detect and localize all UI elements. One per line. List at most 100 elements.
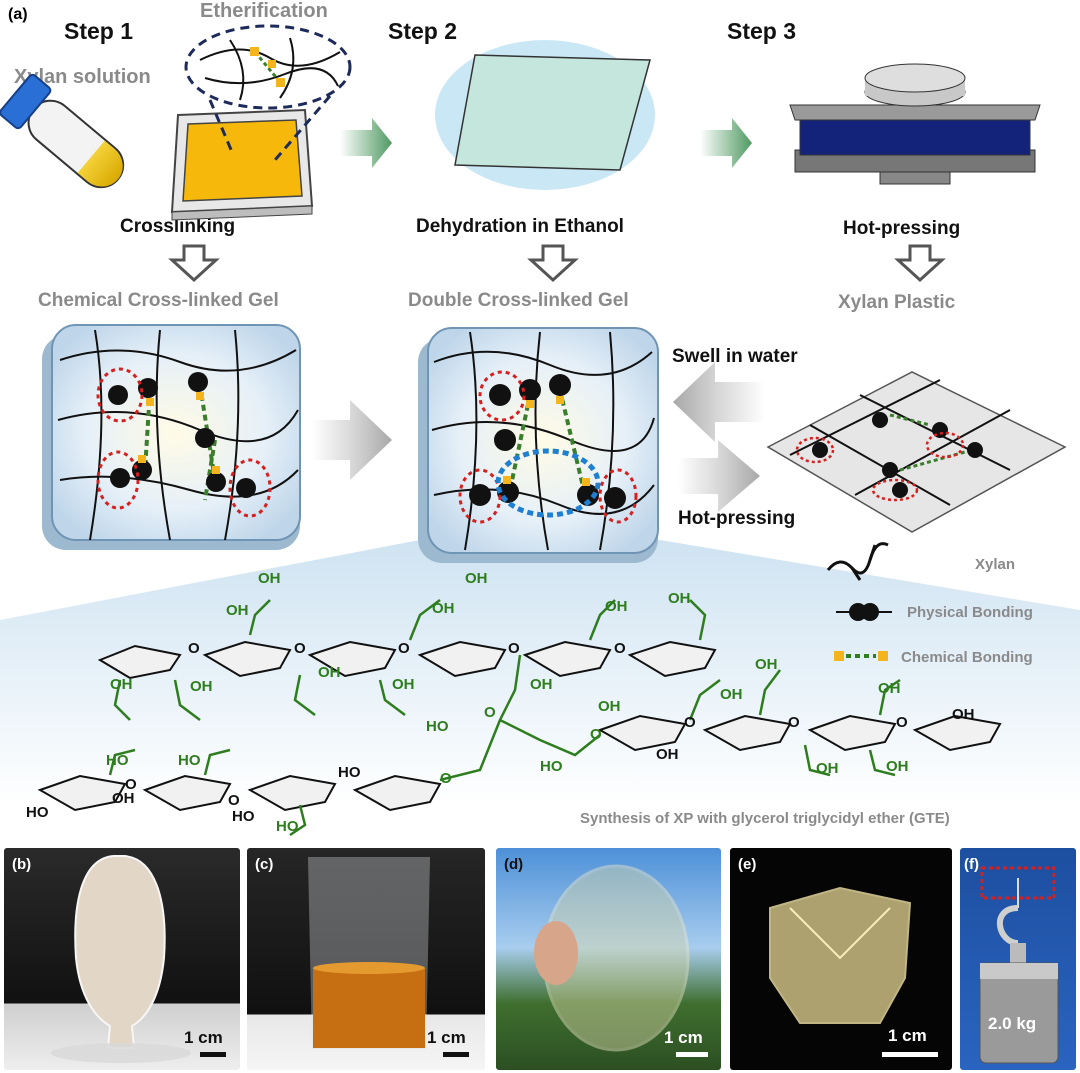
oh-label: OH: [190, 678, 213, 695]
oh-label: OH: [605, 598, 628, 615]
step-2-title: Step 2: [388, 18, 458, 44]
xylan-plastic-sheet: [766, 371, 1067, 533]
chemical-gel-label: Chemical Cross-linked Gel: [38, 290, 279, 311]
o-label: O: [228, 792, 240, 809]
photo-d-label: (d): [504, 856, 524, 873]
mold-tray-icon: [170, 108, 314, 221]
photo-c-scale-bar: [443, 1052, 469, 1057]
step-1-title: Step 1: [64, 18, 134, 44]
double-gel-box: [418, 327, 659, 563]
etherification-label: Etherification: [200, 0, 328, 22]
legend-physical-label: Physical Bonding: [907, 604, 1033, 621]
arrow-gel1-to-gel2: [312, 400, 392, 480]
o-label: O: [440, 770, 452, 787]
flask-icon: [51, 855, 191, 1063]
oh-label: OH: [816, 760, 839, 777]
oh-label: OH: [878, 680, 901, 697]
oh-label: OH: [318, 664, 341, 681]
ho-label: HO: [426, 718, 449, 735]
panel-a-label: (a): [8, 6, 28, 23]
o-label: O: [125, 776, 137, 793]
oh-label: OH: [530, 676, 553, 693]
ho-label: HO: [338, 764, 361, 781]
disc-icon: [534, 864, 690, 1052]
oh-label: OH: [465, 570, 488, 587]
photo-b-label: (b): [12, 856, 32, 873]
o-label: O: [590, 726, 602, 743]
photo-d-scale-bar: [676, 1052, 708, 1057]
hot-press-icon: [789, 63, 1041, 185]
gel-film-icon: [435, 40, 655, 190]
o-label: O: [294, 640, 306, 657]
oh-label: OH: [258, 570, 281, 587]
legend-physical-icon: [836, 603, 892, 621]
photo-c-scale-label: 1 cm: [427, 1028, 466, 1047]
photo-e-folded-plastic: (e) 1 cm: [730, 848, 952, 1070]
o-label: O: [788, 714, 800, 731]
photo-b-xylan-powder: (b) 1 cm: [4, 848, 240, 1070]
double-gel-label: Double Cross-linked Gel: [408, 290, 629, 311]
oh-label: OH: [392, 676, 415, 693]
arrow-step1-to-step2: [340, 118, 392, 168]
swell-in-water-label: Swell in water: [672, 346, 798, 367]
oh-label: OH: [226, 602, 249, 619]
xylan-chain-upper: [97, 640, 717, 680]
synthesis-caption: Synthesis of XP with glycerol triglycidy…: [580, 810, 950, 827]
ho-label: HO: [232, 808, 255, 825]
photo-c-beaker: (c) 1 cm: [247, 848, 485, 1070]
o-label: O: [188, 640, 200, 657]
xylan-plastic-label: Xylan Plastic: [838, 292, 956, 313]
photo-e-scale-label: 1 cm: [888, 1026, 927, 1045]
photo-d-transparent-disc: (d) 1 cm: [496, 848, 721, 1070]
oh-label: OH: [755, 656, 778, 673]
photo-b-scale-bar: [200, 1052, 226, 1057]
chemical-gel-box: [42, 324, 301, 550]
oh-label: OH: [432, 600, 455, 617]
arrow-swell-in-water: [673, 362, 765, 442]
legend-chemical-label: Chemical Bonding: [901, 649, 1033, 666]
oh-label: OH: [656, 746, 679, 763]
oh-label: OH: [598, 698, 621, 715]
ho-label: HO: [178, 752, 201, 769]
o-label: O: [896, 714, 908, 731]
gte-linker: [108, 599, 901, 837]
background-band: [0, 540, 1080, 805]
xylan-solution-label: Xylan solution: [14, 66, 151, 88]
arrow-step2-to-step3: [700, 118, 752, 168]
oh-label: OH: [720, 686, 743, 703]
photo-e-scale-bar: [882, 1052, 938, 1057]
folded-plastic-icon: [769, 886, 912, 1024]
test-tube-icon: [0, 73, 125, 189]
down-arrows: [168, 244, 946, 283]
o-label: O: [508, 640, 520, 657]
hot-pressing-step-label: Hot-pressing: [843, 218, 961, 239]
ho-label: HO: [276, 818, 299, 835]
legend-xylan-label: Xylan: [975, 556, 1016, 573]
beaker-icon: [307, 857, 431, 1049]
molecule-labels: OH OH OH OH OH OH OH OH OH OH OH OH OH O…: [26, 570, 975, 835]
crosslinking-label: Crosslinking: [120, 216, 236, 237]
dehydration-label: Dehydration in Ethanol: [416, 216, 624, 237]
o-label: O: [484, 704, 496, 721]
o-label: O: [614, 640, 626, 657]
weight-label: 2.0 kg: [988, 1014, 1037, 1033]
photo-d-scale-label: 1 cm: [664, 1028, 703, 1047]
legend-xylan-icon: [826, 542, 889, 581]
step-3-title: Step 3: [727, 18, 797, 44]
oh-label: OH: [112, 790, 135, 807]
photo-c-label: (c): [255, 856, 274, 873]
photo-f-label: (f): [964, 856, 979, 873]
oh-label: OH: [952, 706, 975, 723]
photo-f-weight-test: (f) 2.0 kg: [960, 848, 1076, 1070]
xylan-chain-lower: [37, 714, 1002, 812]
photo-b-scale-label: 1 cm: [184, 1028, 223, 1047]
schematic-diagram: [0, 24, 1080, 837]
ho-label: HO: [106, 752, 129, 769]
oh-label: OH: [886, 758, 909, 775]
weight-icon: [979, 866, 1059, 1064]
oh-label: OH: [110, 676, 133, 693]
etherification-zoom: [184, 24, 352, 161]
photo-e-label: (e): [738, 856, 757, 873]
ho-label: HO: [26, 804, 49, 821]
hot-pressing-arrow-label: Hot-pressing: [678, 508, 796, 529]
